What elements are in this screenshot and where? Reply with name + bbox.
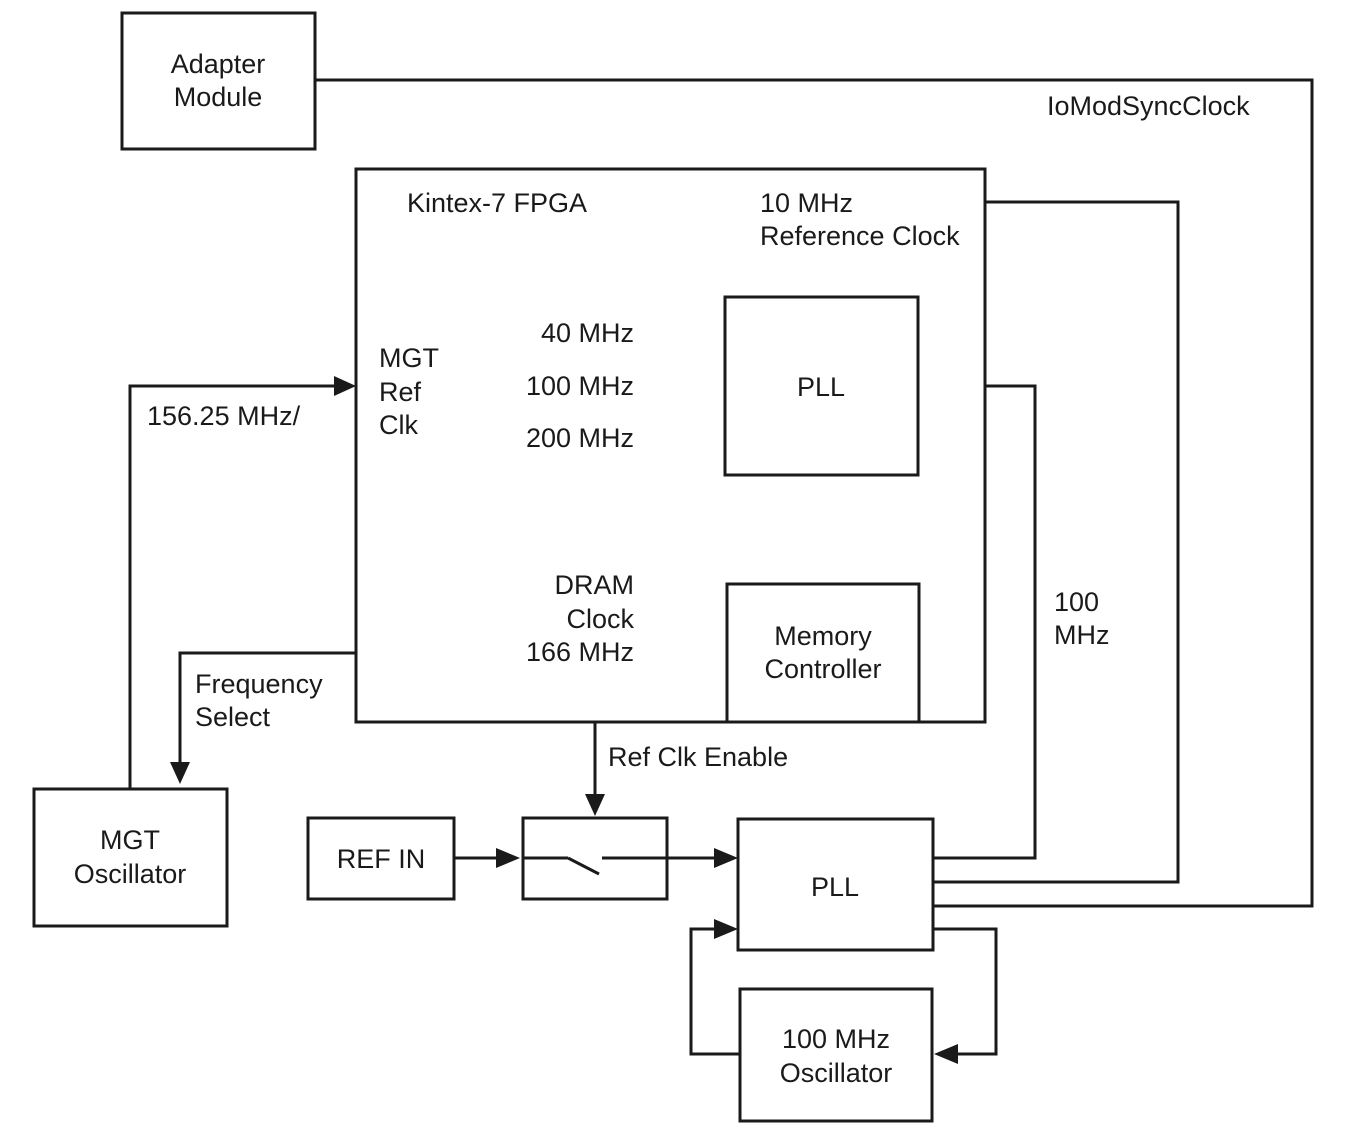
pll-output-100mhz: 100 MHz bbox=[526, 371, 634, 401]
adapter-module-label-line1: Adapter bbox=[171, 49, 266, 79]
frequency-select-label-line2: Select bbox=[195, 702, 271, 732]
fpga-pll-box bbox=[723, 295, 920, 477]
frequency-select-label-line1: Frequency bbox=[195, 669, 323, 699]
mgt-oscillator-box bbox=[32, 787, 229, 928]
pll-output-200mhz: 200 MHz bbox=[526, 423, 634, 453]
arrow-mgt-ref-clk bbox=[334, 376, 356, 396]
osc-100mhz-label-line1: 100 MHz bbox=[782, 1024, 890, 1054]
main-pll-box bbox=[736, 817, 935, 952]
memory-controller-label-line1: Memory bbox=[774, 621, 872, 651]
wire-oscillator-to-pll bbox=[689, 927, 740, 1056]
arrow-switch-to-pll bbox=[714, 848, 738, 868]
memory-controller-box bbox=[725, 582, 921, 724]
mgt-oscillator-label-line2: Oscillator bbox=[74, 859, 187, 889]
dram-clock-label-line1: DRAM bbox=[555, 570, 635, 600]
dram-clock-label-line3: 166 MHz bbox=[526, 637, 634, 667]
wire-10mhz-reference bbox=[933, 200, 1180, 884]
adapter-module-label-line2: Module bbox=[174, 82, 263, 112]
wire-frequency-select bbox=[178, 651, 356, 762]
wire-pll-to-oscillator bbox=[933, 927, 998, 1056]
hundred-mhz-label-line1: 100 bbox=[1054, 587, 1099, 617]
arrow-ref-in bbox=[496, 848, 520, 868]
ref-clock-label-line2: Reference Clock bbox=[760, 221, 960, 251]
mgt-ref-clk-label-line2: Ref bbox=[379, 377, 422, 407]
adapter-module-box bbox=[120, 11, 317, 151]
fpga-title: Kintex-7 FPGA bbox=[407, 188, 587, 218]
osc-100mhz-label-line2: Oscillator bbox=[780, 1058, 893, 1088]
wire-iomodsyncclock bbox=[315, 78, 1314, 908]
arrow-oscillator-to-pll bbox=[714, 919, 738, 939]
ref-in-box bbox=[306, 816, 456, 901]
pll-output-40mhz: 40 MHz bbox=[541, 318, 634, 348]
mgt-oscillator-label-line1: MGT bbox=[100, 825, 160, 855]
wire-mgt-ref-clk bbox=[128, 384, 334, 789]
mgt-ref-clk-label-line3: Clk bbox=[379, 410, 418, 440]
iomodsyncclock-label: IoModSyncClock bbox=[1047, 91, 1250, 121]
osc-100mhz-box bbox=[738, 987, 934, 1123]
arrow-frequency-select bbox=[170, 762, 190, 784]
memory-controller-label-line2: Controller bbox=[764, 654, 881, 684]
main-pll-label: PLL bbox=[811, 872, 859, 902]
arrow-pll-to-oscillator bbox=[934, 1044, 958, 1064]
switch-icon bbox=[523, 856, 667, 876]
ref-clk-enable-label: Ref Clk Enable bbox=[608, 742, 788, 772]
mgt-ref-clk-label-line1: MGT bbox=[379, 343, 439, 373]
ref-in-label: REF IN bbox=[337, 844, 426, 874]
ref-clock-label-line1: 10 MHz bbox=[760, 188, 853, 218]
dram-clock-label-line2: Clock bbox=[566, 604, 634, 634]
arrow-ref-clk-enable bbox=[585, 794, 605, 816]
fpga-pll-label: PLL bbox=[797, 372, 845, 402]
mgt-frequency-label: 156.25 MHz/ bbox=[147, 401, 301, 431]
hundred-mhz-label-line2: MHz bbox=[1054, 620, 1110, 650]
